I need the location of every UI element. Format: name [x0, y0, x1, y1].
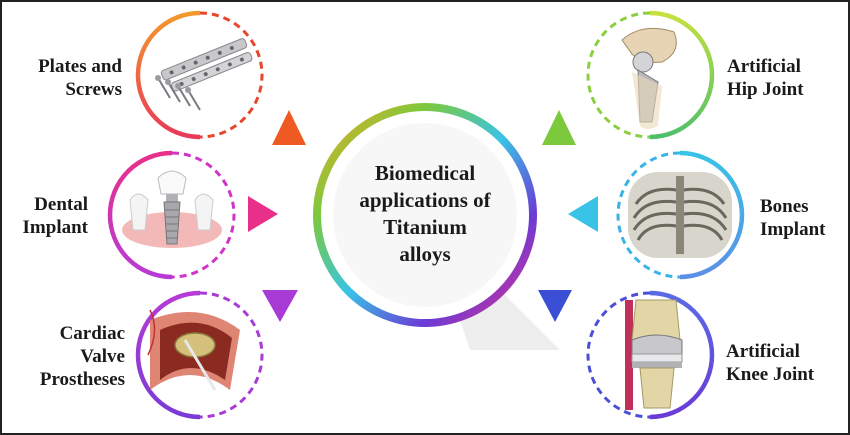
cardiac-valve-icon	[147, 309, 240, 391]
label-line: Screws	[65, 79, 122, 100]
arrow-knee	[538, 290, 572, 322]
circle-hip	[586, 10, 715, 140]
label-cardiac-valve-prostheses: Cardiac Valve Prostheses	[10, 322, 125, 391]
label-artificial-hip-joint: Artificial Hip Joint	[727, 55, 842, 101]
label-line: Artificial	[726, 341, 800, 362]
center-title-line: Titanium	[383, 215, 467, 239]
knee-joint-icon	[625, 299, 683, 410]
label-line: Artificial	[727, 56, 801, 77]
arrow-bones	[568, 196, 598, 232]
circle-bones	[616, 150, 745, 280]
label-line: Implant	[760, 219, 826, 240]
dental-implant-icon	[122, 170, 222, 248]
label-plates-and-screws: Plates and Screws	[10, 55, 122, 101]
circle-cardiac	[135, 290, 264, 420]
center-title-line: alloys	[399, 242, 451, 266]
label-bones-implant: Bones Implant	[760, 195, 845, 241]
circle-dental	[107, 150, 236, 280]
center-title-line: applications of	[359, 188, 491, 212]
rib-cage-icon	[628, 172, 732, 258]
arrow-plates	[272, 110, 306, 145]
label-line: Knee Joint	[726, 364, 815, 385]
plates-screws-icon	[155, 38, 253, 111]
center-title: Biomedical applications of Titanium allo…	[330, 160, 520, 268]
label-line: Dental	[34, 194, 88, 215]
label-dental-implant: Dental Implant	[10, 193, 88, 239]
label-line: Implant	[22, 217, 88, 238]
hip-joint-icon	[621, 27, 677, 129]
label-line: Valve	[80, 346, 125, 367]
label-line: Cardiac	[59, 323, 125, 344]
center-title-line: Biomedical	[374, 161, 476, 185]
arrow-hip	[542, 110, 576, 145]
center-circle	[313, 103, 560, 350]
label-line: Prostheses	[39, 369, 125, 390]
arrow-cardiac	[262, 290, 298, 322]
label-line: Plates and	[38, 56, 122, 77]
arrow-dental	[248, 196, 278, 232]
label-line: Hip Joint	[727, 79, 804, 100]
circle-knee	[586, 290, 715, 420]
label-artificial-knee-joint: Artificial Knee Joint	[726, 340, 844, 386]
label-line: Bones	[760, 196, 809, 217]
